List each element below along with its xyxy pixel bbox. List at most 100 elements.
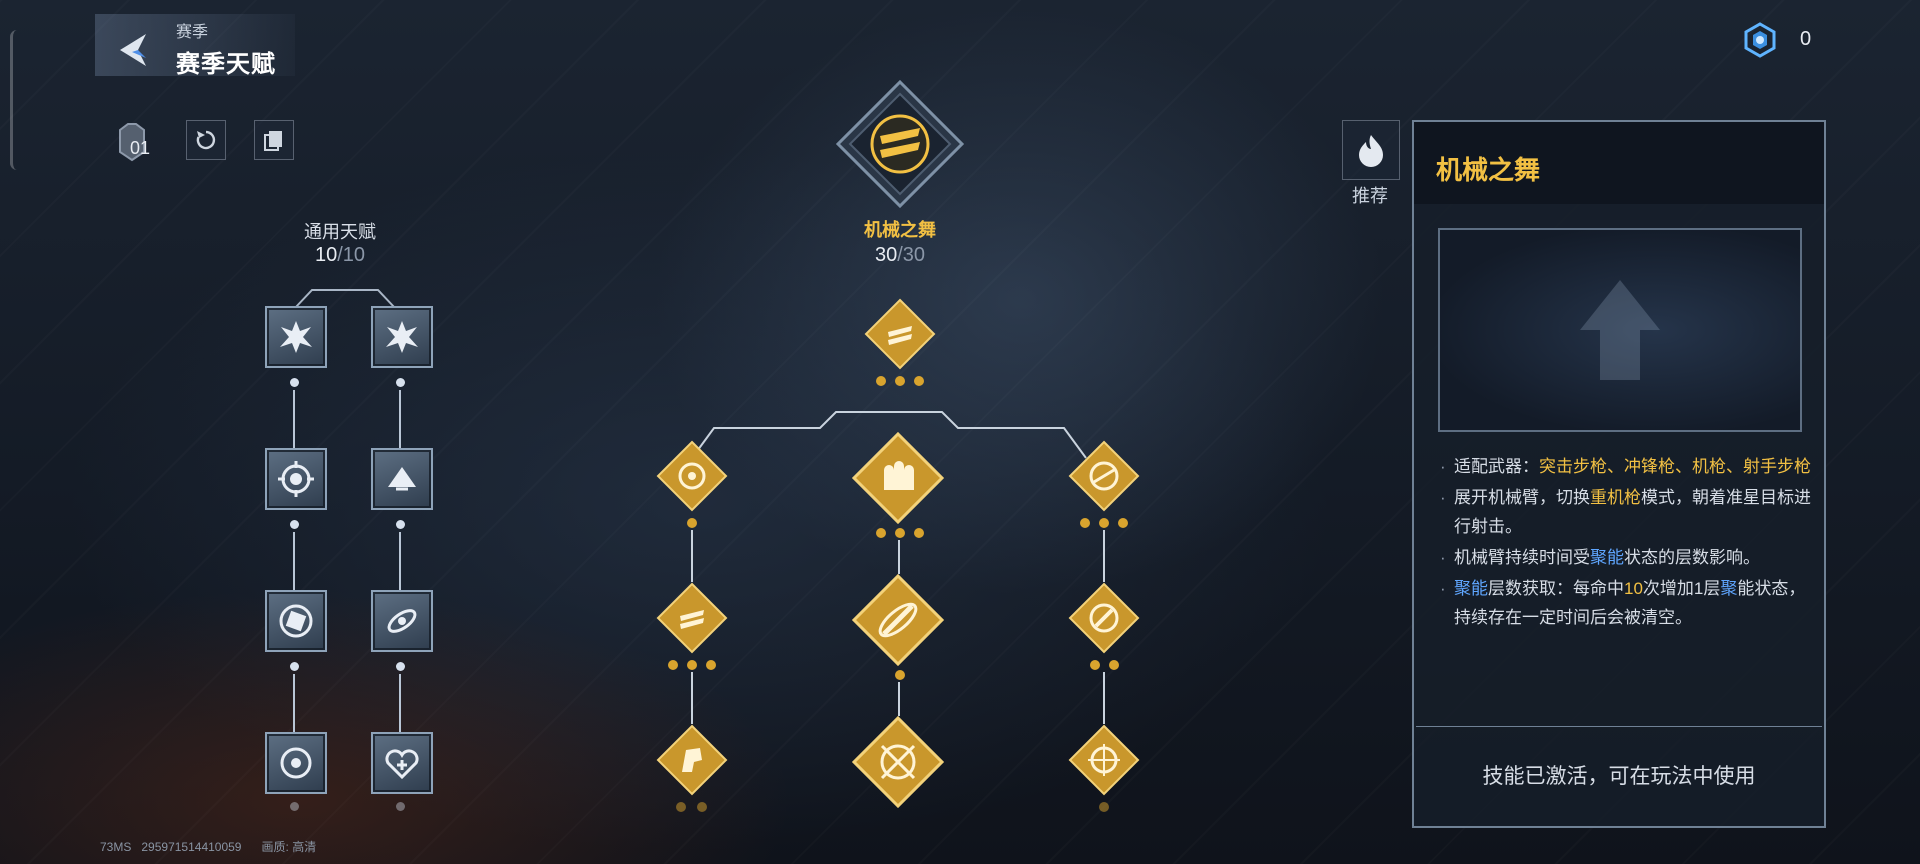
generic-talent-node-3[interactable] bbox=[265, 590, 327, 652]
tree-link bbox=[399, 390, 401, 450]
node-dot bbox=[895, 528, 905, 538]
heart-shield-icon bbox=[385, 749, 419, 780]
branch-talent-left-2[interactable] bbox=[656, 582, 728, 654]
branch-talent-right-1[interactable] bbox=[1068, 440, 1140, 512]
detail-panel-header bbox=[1414, 122, 1824, 204]
node-dot bbox=[876, 528, 886, 538]
blast-icon bbox=[280, 321, 312, 353]
node-dot bbox=[1118, 518, 1128, 528]
tree-link bbox=[293, 674, 295, 734]
node-dot bbox=[895, 670, 905, 680]
node-dot bbox=[396, 662, 405, 671]
node-dot bbox=[697, 802, 707, 812]
branch-count: 30/30 bbox=[820, 244, 980, 267]
generic-talent-node-5[interactable] bbox=[371, 306, 433, 368]
desc-highlight: 聚能 bbox=[1454, 579, 1488, 598]
skill-preview-video[interactable] bbox=[1438, 228, 1802, 432]
node-dot bbox=[396, 520, 405, 529]
ping-value: 73MS bbox=[100, 840, 132, 854]
weapons-line: 适配武器：突击步枪、冲锋枪、机枪、射手步枪 bbox=[1436, 452, 1814, 481]
detail-title: 机械之舞 bbox=[1436, 155, 1541, 185]
tree-link bbox=[691, 530, 693, 582]
node-dot bbox=[914, 376, 924, 386]
copy-icon bbox=[264, 131, 282, 151]
branch-talent-mid-1[interactable] bbox=[852, 432, 944, 524]
node-dot bbox=[706, 660, 716, 670]
desc-text: 次增加1层 bbox=[1642, 579, 1721, 598]
reset-icon bbox=[196, 130, 216, 150]
generic-talent-node-2[interactable] bbox=[265, 448, 327, 510]
weapons-value: 突击步枪、冲锋枪、机枪、射手步枪 bbox=[1539, 457, 1811, 476]
node-dot bbox=[687, 518, 697, 528]
flame-icon bbox=[1359, 135, 1383, 167]
desc-line-3: 聚能层数获取：每命中10次增加1层聚能状态，持续存在一定时间后会被清空。 bbox=[1436, 574, 1814, 632]
node-dot bbox=[1109, 660, 1119, 670]
node-dot bbox=[290, 378, 299, 387]
desc-text: 模式，朝着准星目标进行射击。 bbox=[1454, 488, 1811, 536]
tree-link bbox=[293, 390, 295, 450]
generic-talents-title: 通用天赋 bbox=[304, 222, 376, 242]
branch-talent-left-1[interactable] bbox=[656, 440, 728, 512]
quality-label: 画质: bbox=[261, 840, 289, 854]
chip-badge-icon[interactable] bbox=[116, 122, 148, 162]
node-dot bbox=[290, 662, 299, 671]
ammo-reload-icon bbox=[279, 604, 313, 638]
branch-count-max: /30 bbox=[897, 244, 926, 266]
orbit-bullet-icon bbox=[387, 609, 417, 633]
generic-talent-node-7[interactable] bbox=[371, 590, 433, 652]
copy-button[interactable] bbox=[254, 120, 294, 160]
node-dot bbox=[895, 376, 905, 386]
desc-text: 层数获取：每命中 bbox=[1488, 579, 1624, 598]
recommend-button[interactable] bbox=[1342, 120, 1400, 180]
tree-link bbox=[898, 540, 900, 574]
generic-talents-max: /10 bbox=[337, 244, 366, 266]
branch-talent-root[interactable] bbox=[864, 298, 936, 370]
shark-blast-icon bbox=[388, 467, 416, 491]
branch-talent-left-3[interactable] bbox=[656, 724, 728, 796]
desc-highlight: 重机枪 bbox=[1590, 488, 1641, 507]
node-dot bbox=[668, 660, 678, 670]
crystal-currency-icon bbox=[1742, 22, 1778, 58]
branch-connector bbox=[691, 411, 1087, 459]
debug-info: 73MS 295971514410059 画质: 高清 bbox=[100, 838, 316, 855]
generic-tree-connector bbox=[294, 289, 396, 309]
page-title: 赛季天赋 bbox=[176, 51, 276, 78]
target-skull-icon bbox=[278, 461, 314, 497]
generic-talent-node-8[interactable] bbox=[371, 732, 433, 794]
generic-talent-node-1[interactable] bbox=[265, 306, 327, 368]
branch-talent-right-2[interactable] bbox=[1068, 582, 1140, 654]
panel-divider bbox=[1416, 726, 1822, 727]
desc-highlight: 10 bbox=[1624, 579, 1643, 598]
generic-talents-count: 10/10 bbox=[280, 244, 400, 267]
branch-title: 机械之舞 bbox=[864, 220, 936, 240]
node-dot bbox=[1099, 518, 1109, 528]
weapons-label: 适配武器： bbox=[1454, 457, 1539, 476]
desc-highlight: 聚能 bbox=[1590, 548, 1624, 567]
generic-talent-node-6[interactable] bbox=[371, 448, 433, 510]
desc-text: 展开机械臂，切换 bbox=[1454, 488, 1590, 507]
detail-description: 适配武器：突击步枪、冲锋枪、机枪、射手步枪 展开机械臂，切换重机枪模式，朝着准星… bbox=[1436, 452, 1814, 670]
mech-dance-emblem bbox=[835, 79, 965, 209]
badge-count: 01 bbox=[130, 138, 151, 158]
desc-text: 状态的层数影响。 bbox=[1624, 548, 1760, 567]
breadcrumb: 赛季 bbox=[176, 24, 209, 41]
reset-button[interactable] bbox=[186, 120, 226, 160]
node-dot bbox=[1080, 518, 1090, 528]
node-dot bbox=[876, 376, 886, 386]
branch-talent-mid-3[interactable] bbox=[852, 716, 944, 808]
node-dot bbox=[290, 520, 299, 529]
desc-line-2: 机械臂持续时间受聚能状态的层数影响。 bbox=[1436, 543, 1814, 572]
desc-highlight: 聚 bbox=[1720, 579, 1738, 598]
node-dot bbox=[396, 802, 405, 811]
branch-talent-mid-2[interactable] bbox=[852, 574, 944, 666]
skill-status-text: 技能已激活，可在玩法中使用 bbox=[1482, 765, 1756, 788]
desc-text: 机械臂持续时间受 bbox=[1454, 548, 1590, 567]
tree-link bbox=[293, 532, 295, 592]
generic-talent-node-4[interactable] bbox=[265, 732, 327, 794]
desc-text: 能状态，持续存在一定时间后会被清空。 bbox=[1454, 579, 1806, 627]
tree-link bbox=[898, 682, 900, 716]
desc-line-1: 展开机械臂，切换重机枪模式，朝着准星目标进行射击。 bbox=[1436, 483, 1814, 541]
branch-talent-right-3[interactable] bbox=[1068, 724, 1140, 796]
node-dot bbox=[914, 528, 924, 538]
generic-talents-current: 10 bbox=[314, 244, 338, 266]
